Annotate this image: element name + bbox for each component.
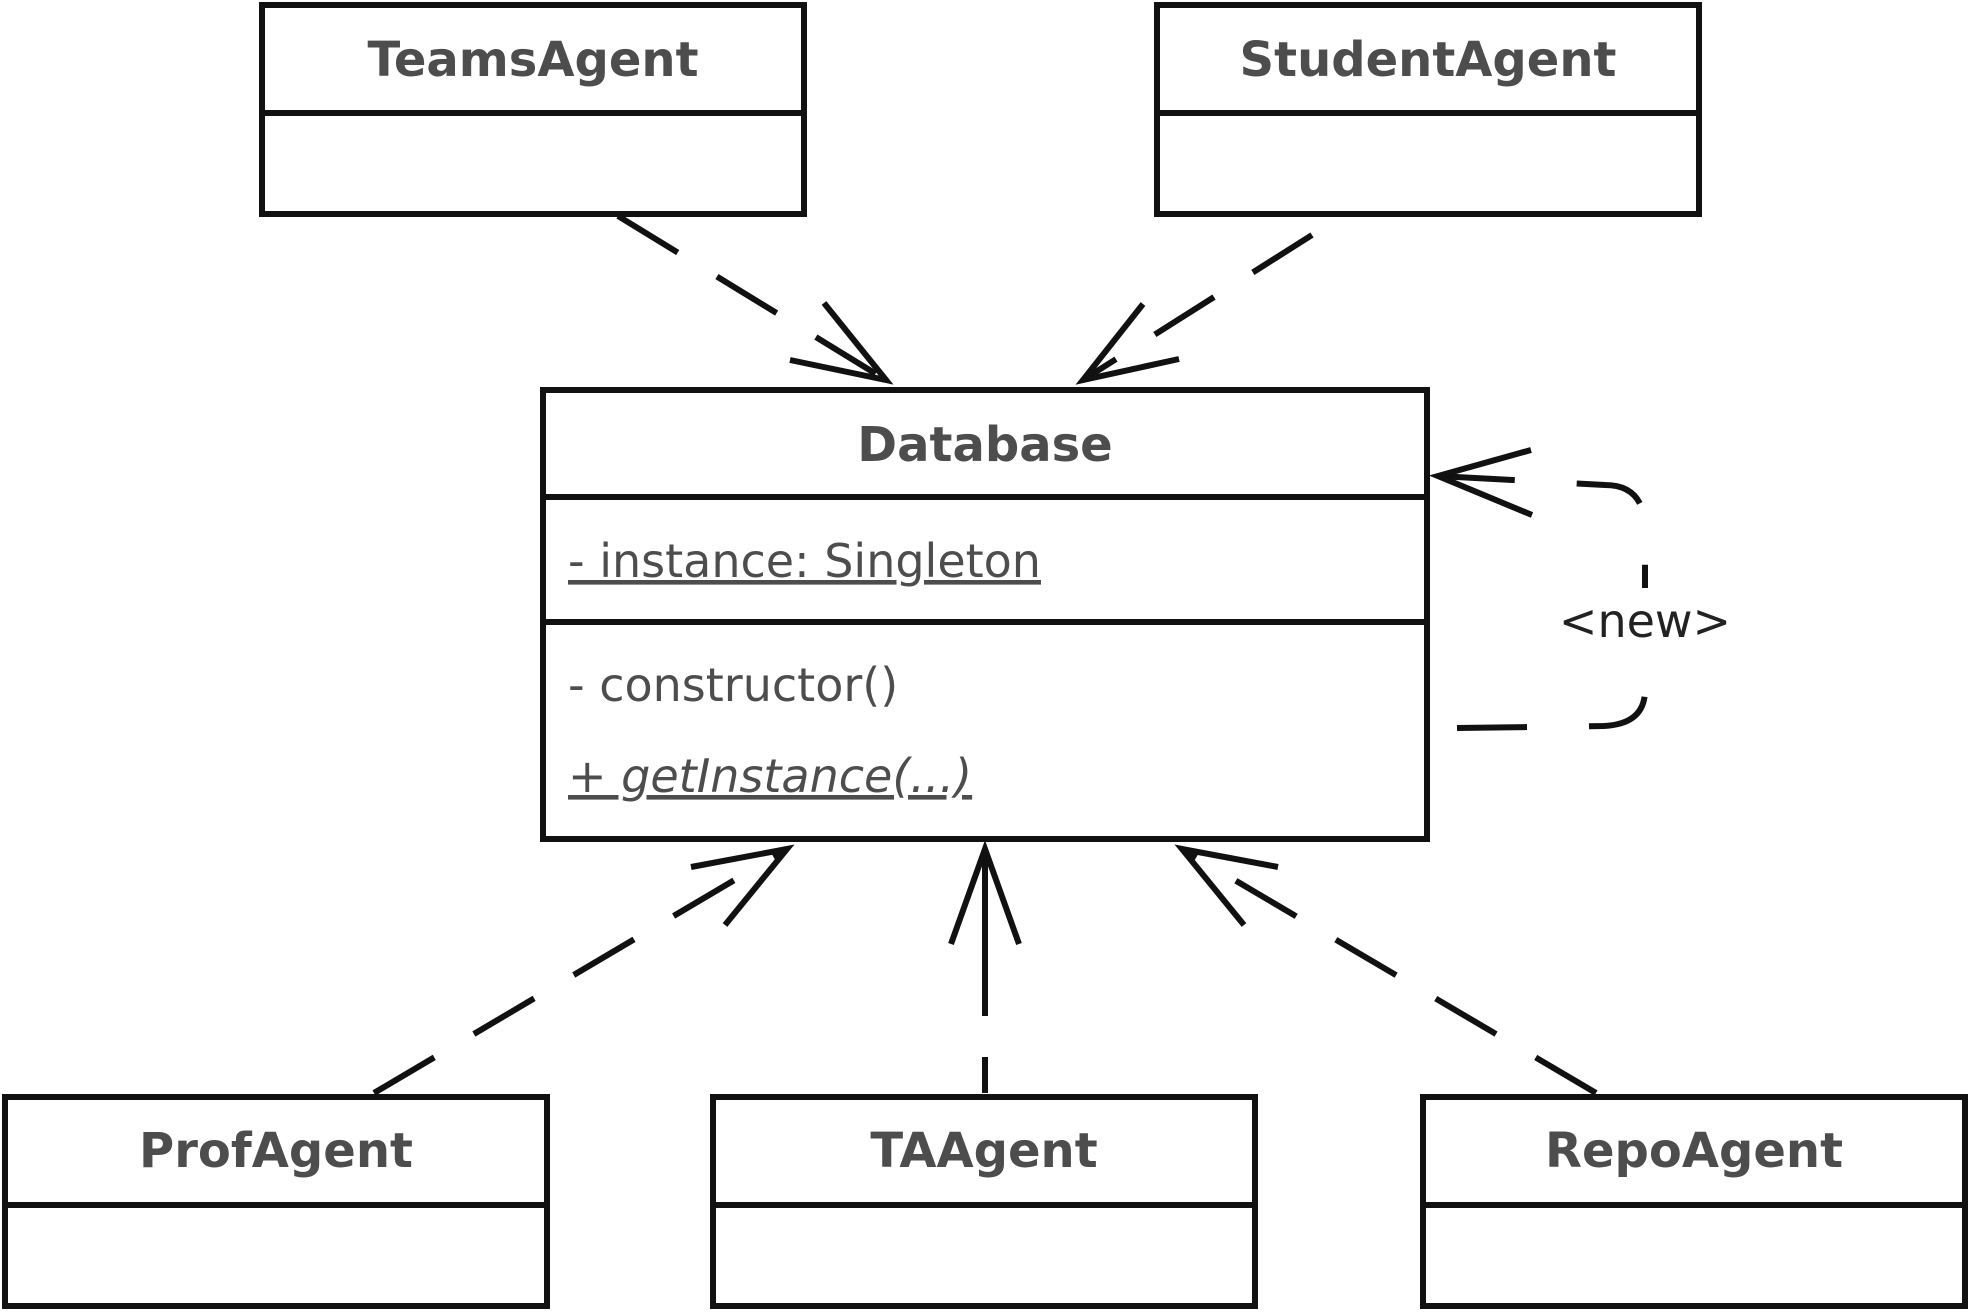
dependency-line (616, 213, 888, 383)
dependency-student-to-database (1075, 232, 1314, 385)
class-name: StudentAgent (1240, 32, 1617, 88)
arrowhead-open (690, 844, 795, 927)
arrowhead-open (1428, 447, 1534, 518)
dependency-teams-to-database (616, 213, 894, 385)
label-background (1555, 588, 1735, 658)
dependency-line (372, 846, 789, 1096)
method-get-instance: + getInstance(...) (568, 749, 972, 803)
arrowhead-open (789, 301, 894, 385)
class-box (540, 387, 1430, 842)
class-name: TeamsAgent (367, 32, 698, 88)
class-box (1154, 2, 1702, 217)
class-teams-agent[interactable]: TeamsAgent (259, 2, 807, 217)
class-student-agent[interactable]: StudentAgent (1154, 2, 1702, 217)
class-box (710, 1094, 1258, 1309)
class-box (259, 2, 807, 217)
class-name: ProfAgent (139, 1123, 413, 1179)
method-constructor: - constructor() (568, 658, 898, 712)
class-database[interactable]: Database - instance: Singleton - constru… (540, 387, 1430, 842)
class-name: RepoAgent (1545, 1123, 1843, 1179)
dependency-ta-to-database (948, 840, 1022, 1093)
class-repo-agent[interactable]: RepoAgent (1420, 1094, 1968, 1309)
class-prof-agent[interactable]: ProfAgent (2, 1094, 550, 1309)
attribute-instance: - instance: Singleton (568, 534, 1041, 588)
dependency-line (1081, 232, 1314, 383)
class-box (2, 1094, 550, 1309)
dependency-prof-to-database (372, 844, 795, 1096)
class-name: TAAgent (870, 1123, 1097, 1179)
dependency-line (1180, 846, 1598, 1096)
class-name: Database (857, 417, 1112, 473)
self-relation-label: <new> (1559, 594, 1731, 648)
arrowhead-open (1174, 844, 1279, 927)
self-dependency-new: <new> (1428, 447, 1735, 731)
dependency-repo-to-database (1174, 844, 1598, 1096)
class-box (1420, 1094, 1968, 1309)
class-ta-agent[interactable]: TAAgent (710, 1094, 1258, 1309)
arrowhead-open (948, 840, 1022, 946)
arrowhead-open (1075, 302, 1180, 385)
